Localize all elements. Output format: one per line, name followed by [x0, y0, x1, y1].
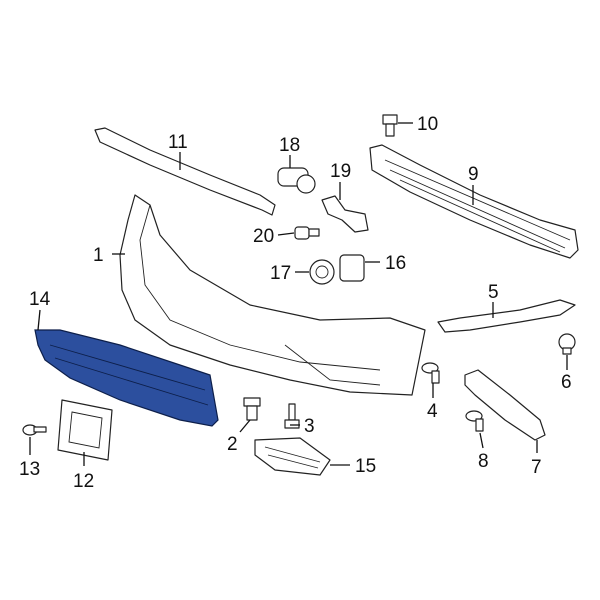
callout-18: 18 — [279, 135, 300, 156]
leader-lines — [29, 122, 568, 466]
part-9-absorber[interactable] — [369, 144, 579, 259]
callout-12: 12 — [73, 471, 94, 492]
callout-5: 5 — [488, 282, 499, 303]
part-20-clip[interactable] — [294, 226, 320, 240]
callout-19: 19 — [330, 161, 351, 182]
part-19-bracket[interactable] — [321, 195, 369, 233]
part-13-screw[interactable] — [22, 424, 47, 436]
callout-13: 13 — [19, 459, 40, 480]
part-1-bumper-cover[interactable] — [119, 194, 426, 396]
part-15-fog-grille[interactable] — [254, 437, 331, 476]
part-12-license-bracket[interactable] — [57, 399, 113, 461]
callout-14: 14 — [29, 289, 51, 310]
callout-10: 10 — [417, 114, 438, 135]
callout-6: 6 — [561, 372, 572, 393]
part-10-bolt[interactable] — [382, 114, 398, 137]
callout-15: 15 — [355, 456, 376, 477]
part-5-bracket[interactable] — [437, 299, 576, 333]
part-11-upper-retainer[interactable] — [94, 127, 276, 216]
callout-3: 3 — [304, 416, 315, 437]
part-2-clip[interactable] — [243, 397, 261, 421]
callout-16: 16 — [385, 253, 406, 274]
part-3-bolt[interactable] — [284, 403, 300, 429]
part-17-retainer[interactable] — [309, 259, 335, 285]
callout-8: 8 — [478, 451, 489, 472]
callout-17: 17 — [270, 263, 291, 284]
callout-labels: 1 2 3 4 5 6 7 8 9 10 11 12 13 14 15 16 1… — [19, 114, 572, 492]
callout-9: 9 — [468, 164, 479, 185]
callout-2: 2 — [227, 434, 238, 455]
part-18-sensor[interactable] — [277, 167, 316, 194]
part-7-side-bracket[interactable] — [464, 369, 546, 441]
callout-4: 4 — [427, 401, 438, 422]
part-16-sensor[interactable] — [339, 254, 365, 282]
part-4-clip[interactable] — [421, 362, 440, 384]
callout-20: 20 — [253, 226, 274, 247]
part-6-clip[interactable] — [558, 333, 576, 355]
part-8-screw[interactable] — [465, 410, 484, 432]
callout-1: 1 — [93, 245, 104, 266]
callout-11: 11 — [168, 132, 188, 153]
callout-7: 7 — [531, 457, 542, 478]
